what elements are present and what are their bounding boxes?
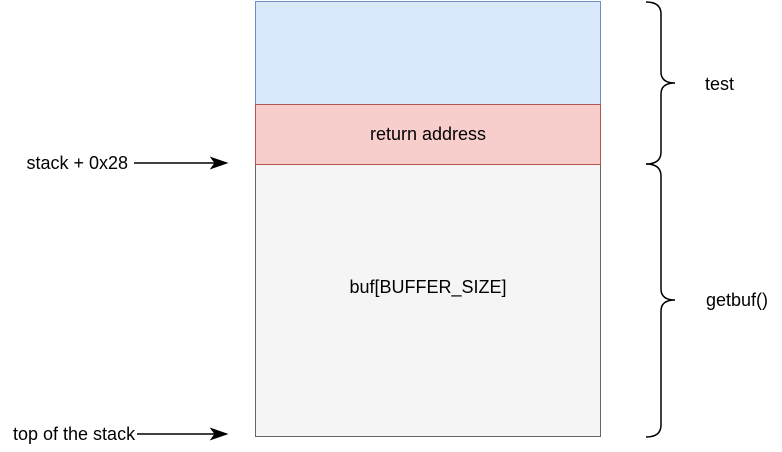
stack-top-label: top of the stack [13,424,136,444]
stack-section-test-frame [255,1,601,105]
getbuf-frame-brace [645,163,676,438]
stack-section-buffer [255,164,601,437]
stack-offset-arrow [134,156,229,170]
stack-offset-label: stack + 0x28 [26,153,128,173]
test-frame-brace [645,1,676,165]
buffer-label: buf[BUFFER_SIZE] [349,277,507,297]
test-frame-label: test [705,74,735,94]
return-address-label: return address [369,124,487,144]
stack-top-arrow [137,427,229,441]
getbuf-frame-label: getbuf() [706,290,769,310]
stack-section-return-address: return address [255,104,601,165]
